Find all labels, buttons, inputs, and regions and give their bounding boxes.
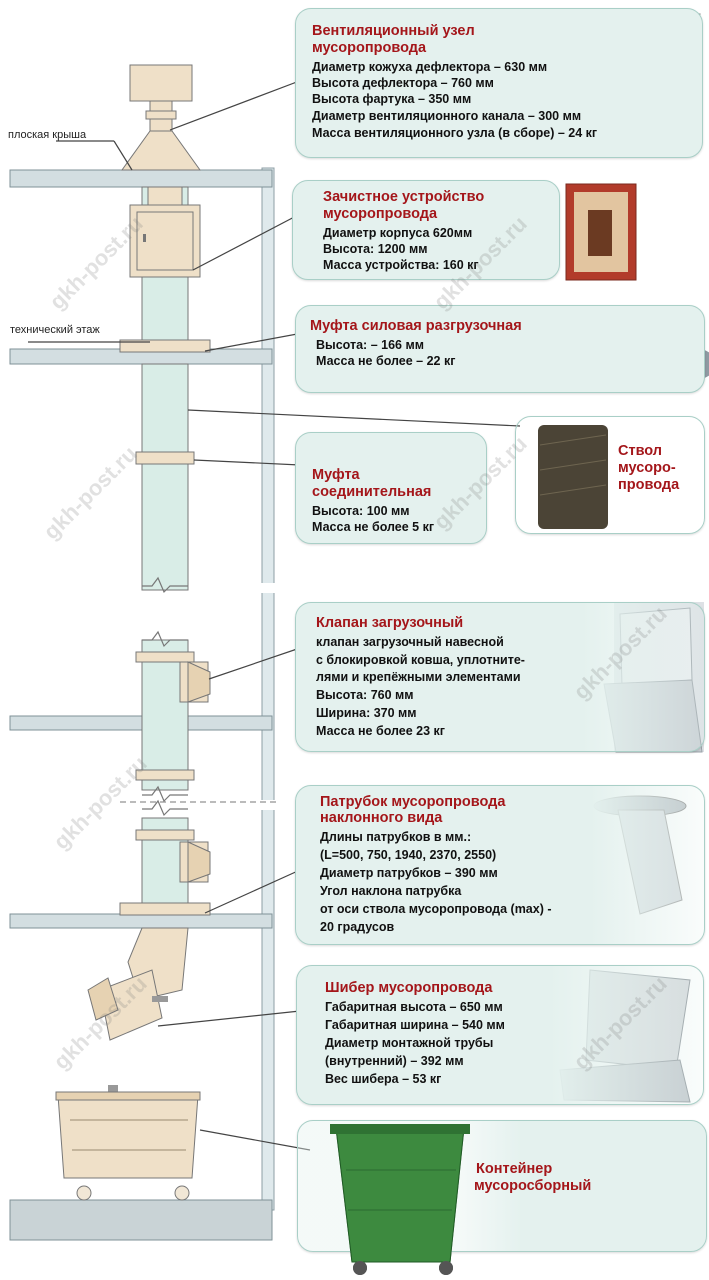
card-gate-valve: Шибер мусоропровода Габаритная высота – … — [296, 965, 704, 1105]
card-title: Шибер мусоропровода — [325, 980, 493, 996]
card-line: Высота дефлектора – 760 мм — [312, 76, 494, 90]
card-line: Габаритная ширина – 540 мм — [325, 1018, 505, 1032]
card-line: Масса не более – 22 кг — [316, 354, 456, 368]
card-title: Муфта — [312, 467, 360, 483]
card-line: Высота: 100 мм — [312, 504, 410, 518]
card-line: 20 градусов — [320, 920, 395, 934]
card-line: Угол наклона патрубка — [320, 884, 462, 898]
deflector-cap — [129, 64, 193, 102]
card-title: Вентиляционный узел — [312, 23, 475, 39]
card-line: (L=500, 750, 1940, 2370, 2550) — [320, 848, 497, 862]
card-line: Ширина: 370 мм — [316, 706, 417, 720]
card-line: Диаметр патрубков – 390 мм — [320, 866, 498, 880]
card-chute-trunk: Ствол мусоро- провода — [515, 416, 705, 534]
chute-trunk-middle — [141, 363, 189, 591]
card-title: мусоро- — [618, 460, 676, 476]
connecting-coupling — [135, 451, 195, 465]
card-title: мусоропровода — [323, 206, 438, 222]
card-inclined-branch: Патрубок мусоропровода наклонного вида Д… — [295, 785, 705, 945]
card-title: Патрубок мусоропровода — [320, 794, 506, 810]
card-title: Контейнер — [476, 1161, 553, 1177]
card-line: клапан загрузочный навесной — [316, 635, 504, 649]
card-line: Диаметр кожуха дефлектора – 630 мм — [312, 60, 548, 74]
trunk-photo — [538, 425, 608, 529]
card-title: Зачистное устройство — [323, 189, 485, 205]
tech-floor-label: технический этаж — [10, 324, 100, 336]
card-line: Масса не более 23 кг — [316, 724, 446, 738]
card-line: лями и крепёжными элементами — [316, 670, 521, 684]
card-cleaning-device: Зачистное устройство мусоропровода Диаме… — [292, 180, 560, 280]
card-power-coupling: Муфта силовая разгрузочная Высота: – 166… — [295, 305, 705, 393]
flat-roof-label: плоская крыша — [8, 129, 87, 141]
card-line: Габаритная высота – 650 мм — [325, 1000, 503, 1014]
card-line: Высота: 760 мм — [316, 688, 414, 702]
ground-slab — [9, 1199, 273, 1241]
card-title: наклонного вида — [320, 810, 443, 826]
card-line: Диаметр вентиляционного канала – 300 мм — [312, 109, 582, 123]
card-line: Диаметр корпуса 620мм — [323, 226, 473, 240]
card-line: Высота: – 166 мм — [316, 338, 424, 352]
card-loading-valve: Клапан загрузочный клапан загрузочный на… — [295, 602, 705, 752]
card-line: от оси ствола мусоропровода (max) - — [320, 902, 552, 916]
card-line: Масса вентиляционного узла (в сборе) – 2… — [312, 126, 598, 140]
card-connecting-coupling: Муфта соединительная Высота: 100 мм Масс… — [295, 432, 487, 544]
card-line: с блокировкой ковша, уплотните- — [316, 653, 525, 667]
gate-valve — [87, 969, 168, 1041]
card-line: Масса устройства: 160 кг — [323, 258, 479, 272]
card-title: мусоросборный — [474, 1178, 592, 1194]
card-line: Масса не более 5 кг — [312, 520, 435, 534]
card-title: Муфта силовая разгрузочная — [310, 318, 522, 334]
card-line: (внутренний) – 392 мм — [325, 1054, 464, 1068]
cleaning-device — [129, 204, 201, 278]
card-title: соединительная — [312, 484, 432, 500]
cleaner-photo — [565, 183, 637, 281]
card-title: провода — [618, 477, 680, 493]
card-title: Клапан загрузочный — [316, 615, 464, 631]
card-line: Высота фартука – 350 мм — [312, 92, 472, 106]
card-title: мусоропровода — [312, 40, 427, 56]
card-line: Диаметр монтажной трубы — [325, 1036, 494, 1050]
power-coupling — [119, 339, 211, 353]
card-line: Вес шибера – 53 кг — [325, 1072, 442, 1086]
card-ventilation-unit: Вентиляционный узел мусоропровода Диамет… — [295, 8, 703, 158]
card-line: Длины патрубков в мм.: — [320, 830, 472, 844]
deflector-apron — [121, 130, 201, 171]
floor-slab — [9, 715, 273, 731]
container-drawing — [55, 1085, 201, 1201]
card-title: Ствол — [618, 443, 663, 459]
card-line: Высота: 1200 мм — [323, 242, 428, 256]
